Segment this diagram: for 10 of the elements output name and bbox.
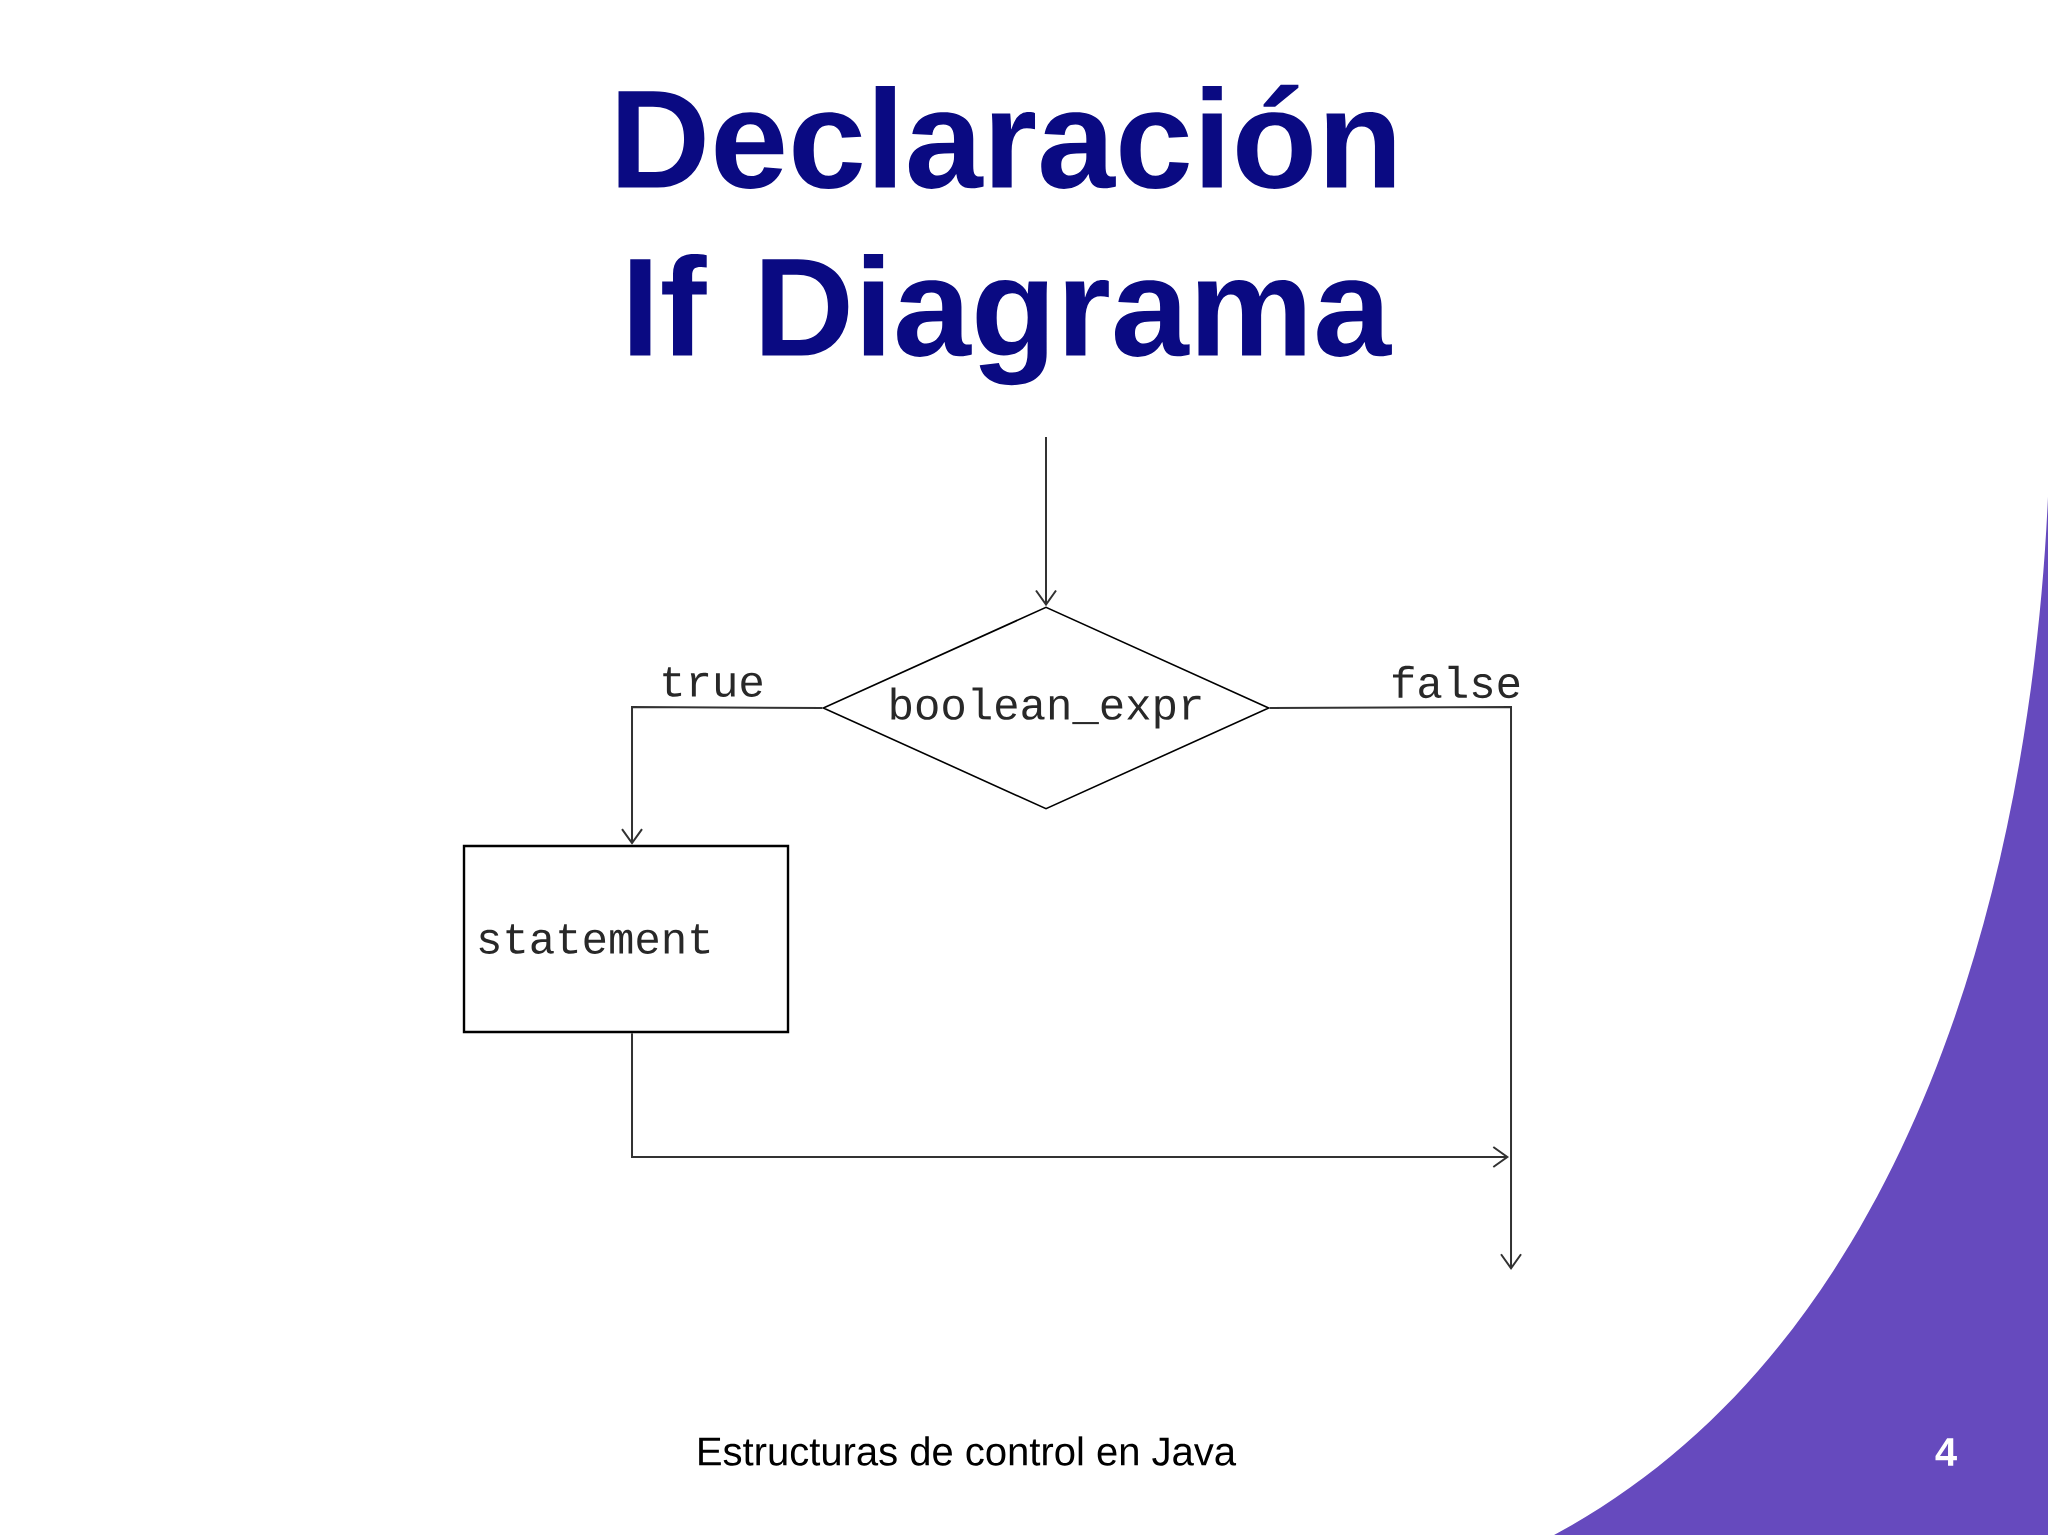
- arrow: [631, 1032, 1510, 1168]
- edge-label: false: [1388, 663, 1525, 701]
- footer-text: Estructuras de control en Java: [699, 1436, 1237, 1466]
- arrow: [621, 706, 824, 845]
- arrow: [1268, 706, 1522, 1271]
- slide-title: Declaración If Diagrama: [618, 84, 1395, 386]
- edge-label: true: [657, 665, 767, 699]
- page-number: 4: [1935, 1438, 1957, 1466]
- arrow: [1035, 436, 1057, 607]
- process-box: statement: [462, 844, 790, 1034]
